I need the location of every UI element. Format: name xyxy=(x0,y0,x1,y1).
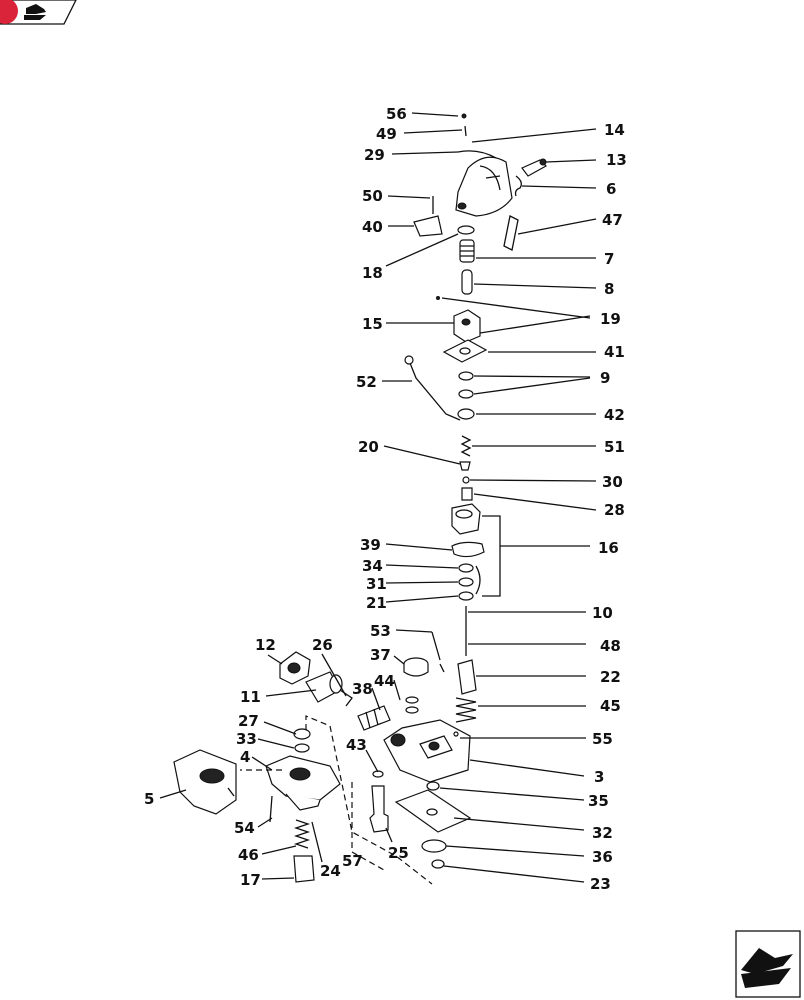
next-page-arrow-icon xyxy=(741,948,793,988)
callout-56: 56 xyxy=(386,105,407,123)
callout-11: 11 xyxy=(240,688,261,706)
callout-23: 23 xyxy=(590,875,611,893)
callout-55: 55 xyxy=(592,730,613,748)
callout-32: 32 xyxy=(592,824,613,842)
callout-57: 57 xyxy=(342,852,363,870)
callout-36: 36 xyxy=(592,848,613,866)
header-nav-tab[interactable] xyxy=(0,0,80,28)
callout-44: 44 xyxy=(374,672,395,690)
callout-43: 43 xyxy=(346,736,367,754)
callout-25: 25 xyxy=(388,844,409,862)
callout-13: 13 xyxy=(606,151,627,169)
next-page-button[interactable] xyxy=(735,930,801,998)
callout-38: 38 xyxy=(352,680,373,698)
callout-53: 53 xyxy=(370,622,391,640)
callout-19: 19 xyxy=(600,310,621,328)
callout-46: 46 xyxy=(238,846,259,864)
callout-18: 18 xyxy=(362,264,383,282)
callout-45: 45 xyxy=(600,697,621,715)
callout-6: 6 xyxy=(606,180,616,198)
callout-52: 52 xyxy=(356,373,377,391)
leader-lines xyxy=(159,112,597,883)
callout-10: 10 xyxy=(592,604,613,622)
callout-48: 48 xyxy=(600,637,621,655)
callout-50: 50 xyxy=(362,187,383,205)
callout-30: 30 xyxy=(602,473,623,491)
callout-39: 39 xyxy=(360,536,381,554)
callout-4: 4 xyxy=(240,748,250,766)
callout-14: 14 xyxy=(604,121,625,139)
callout-8: 8 xyxy=(604,280,614,298)
callout-24: 24 xyxy=(320,862,341,880)
callout-22: 22 xyxy=(600,668,621,686)
forward-arrow-icon xyxy=(24,4,46,20)
callout-29: 29 xyxy=(364,146,385,164)
callout-16: 16 xyxy=(598,539,619,557)
callout-17: 17 xyxy=(240,871,261,889)
callout-28: 28 xyxy=(604,501,625,519)
badge-icon xyxy=(0,0,18,24)
callout-26: 26 xyxy=(312,636,333,654)
callout-9: 9 xyxy=(600,369,610,387)
callout-12: 12 xyxy=(255,636,276,654)
callout-15: 15 xyxy=(362,315,383,333)
callout-3: 3 xyxy=(594,768,604,786)
callout-51: 51 xyxy=(604,438,625,456)
callout-49: 49 xyxy=(376,125,397,143)
callout-5: 5 xyxy=(144,790,154,808)
callout-labels: 56 49 29 50 40 18 15 52 20 39 34 31 21 1… xyxy=(144,105,627,893)
callout-34: 34 xyxy=(362,557,383,575)
callout-21: 21 xyxy=(366,594,387,612)
callout-42: 42 xyxy=(604,406,625,424)
callout-31: 31 xyxy=(366,575,387,593)
callout-7: 7 xyxy=(604,250,614,268)
callout-41: 41 xyxy=(604,343,625,361)
callout-33: 33 xyxy=(236,730,257,748)
diagram-parts xyxy=(173,113,547,885)
callout-27: 27 xyxy=(238,712,259,730)
callout-35: 35 xyxy=(588,792,609,810)
callout-54: 54 xyxy=(234,819,255,837)
callout-40: 40 xyxy=(362,218,383,236)
callout-20: 20 xyxy=(358,438,379,456)
callout-47: 47 xyxy=(602,211,623,229)
callout-37: 37 xyxy=(370,646,391,664)
